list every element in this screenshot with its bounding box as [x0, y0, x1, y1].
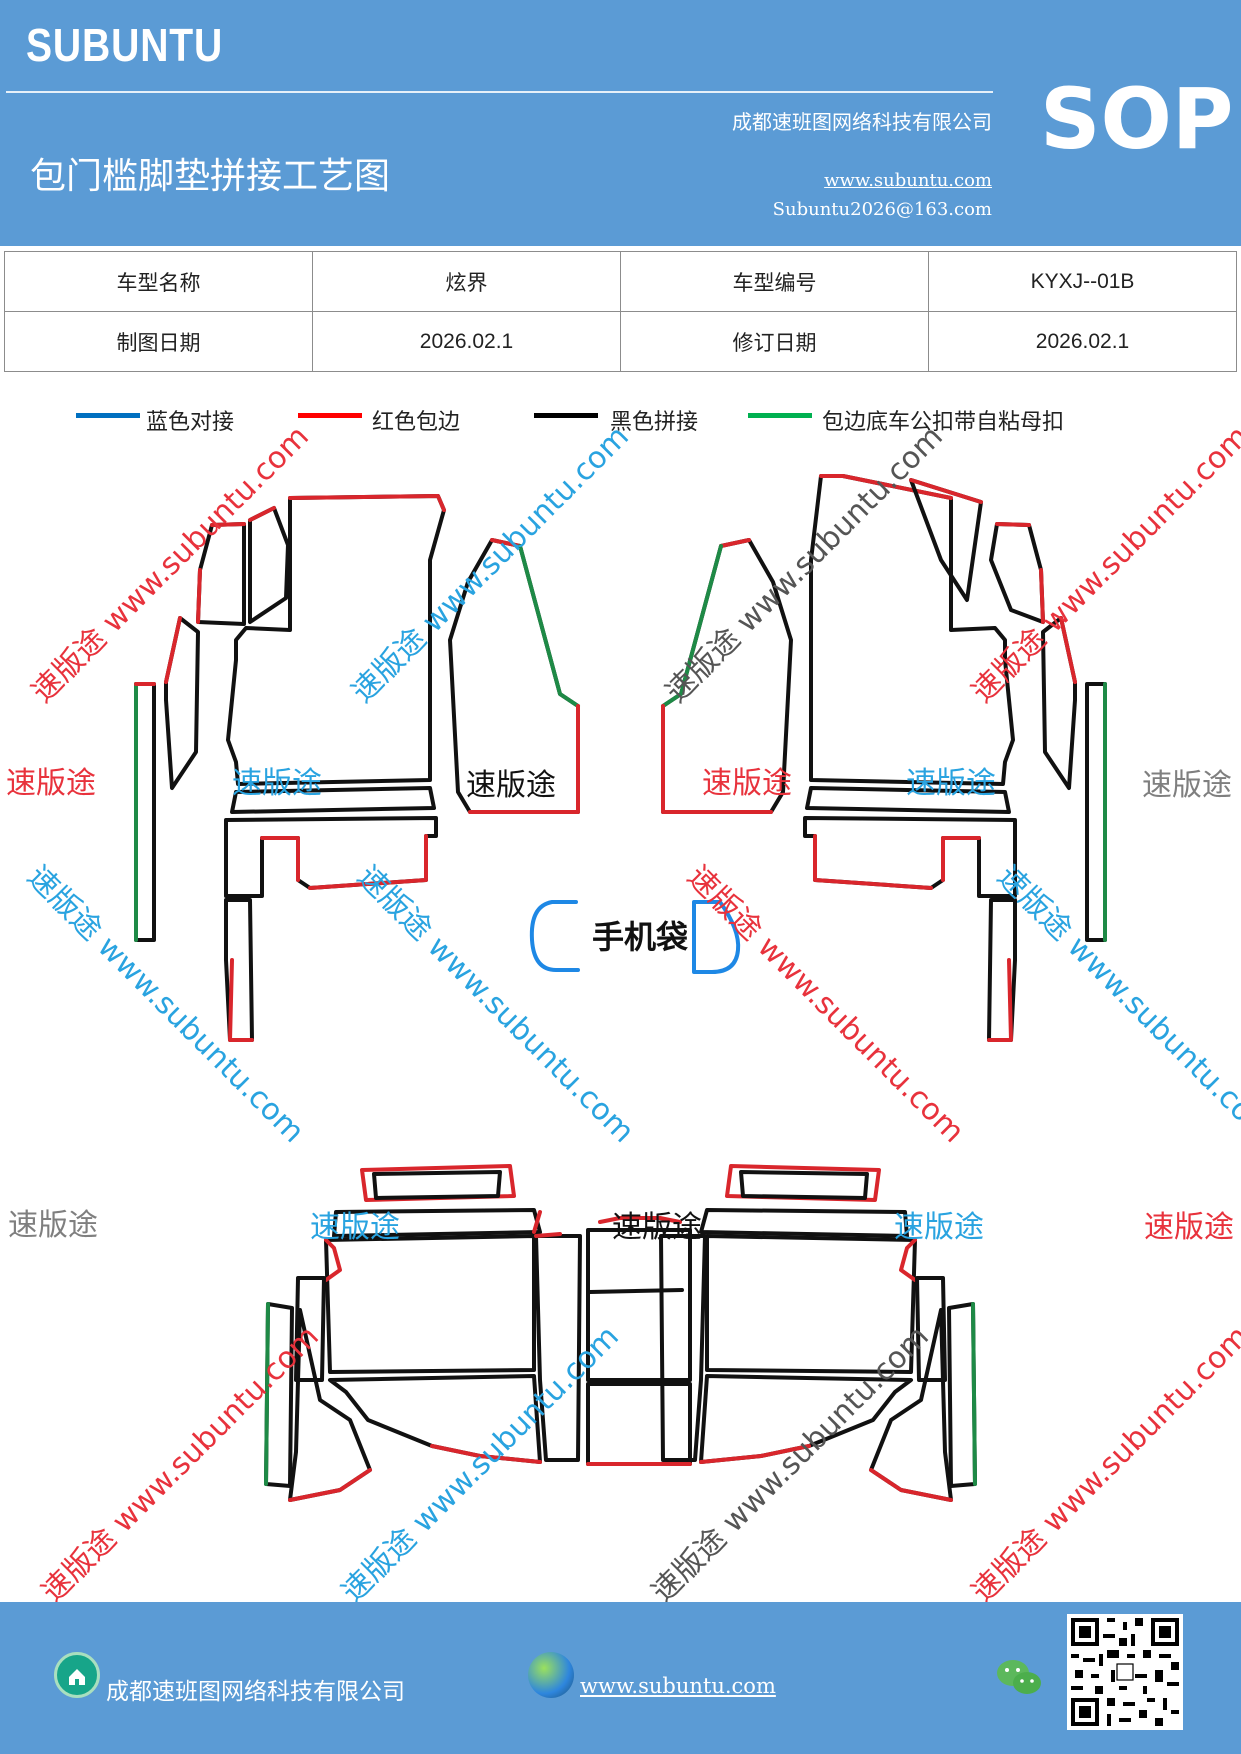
brand-logo: SUBUNTU	[26, 19, 224, 71]
header-url-link[interactable]: www.subuntu.com	[824, 170, 992, 191]
legend-label-blue: 蓝色对接	[146, 410, 235, 435]
document-title: 包门槛脚垫拼接工艺图	[30, 156, 391, 197]
footer-band: 成都速班图网络科技有限公司 www.subuntu.com	[0, 1602, 1241, 1754]
legend-swatch-green	[748, 413, 812, 418]
info-table: 车型名称 炫界 车型编号 KYXJ--01B 制图日期 2026.02.1 修订…	[4, 251, 1237, 372]
table-row: 制图日期 2026.02.1 修订日期 2026.02.1	[4, 311, 1237, 372]
front-right-mat	[661, 474, 1107, 1042]
header-band: SUBUNTU SOP 包门槛脚垫拼接工艺图 成都速班图网络科技有限公司 www…	[0, 0, 1241, 246]
phone-pocket	[529, 900, 741, 974]
table-row: 车型名称 炫界 车型编号 KYXJ--01B	[4, 251, 1237, 312]
globe-icon	[528, 1652, 574, 1698]
value-revision-date: 2026.02.1	[928, 311, 1237, 372]
wechat-icon	[995, 1657, 1043, 1703]
header-company: 成都速班图网络科技有限公司	[732, 110, 992, 134]
phone-pocket-label: 手机袋	[592, 918, 688, 956]
rear-center-tunnel	[586, 1216, 692, 1466]
header-divider	[6, 91, 993, 93]
label-model-code: 车型编号	[620, 251, 929, 312]
value-draw-date: 2026.02.1	[312, 311, 621, 372]
header-email[interactable]: Subuntu2026@163.com	[772, 199, 992, 220]
legend-label-green: 包边底车公扣带自粘母扣	[822, 410, 1065, 435]
legend-swatch-red	[298, 413, 362, 418]
value-model-code: KYXJ--01B	[928, 251, 1237, 312]
legend-swatch-black	[534, 413, 598, 418]
rear-left-mat	[264, 1164, 582, 1502]
label-draw-date: 制图日期	[4, 311, 313, 372]
qr-code[interactable]	[1067, 1614, 1183, 1730]
rear-right-mat	[659, 1164, 977, 1502]
footer-url-link[interactable]: www.subuntu.com	[580, 1674, 776, 1698]
legend-label-black: 黑色拼接	[610, 410, 699, 435]
footer-company: 成都速班图网络科技有限公司	[106, 1679, 405, 1705]
sop-label: SOP	[1040, 70, 1234, 168]
value-model-name: 炫界	[312, 251, 621, 312]
label-model-name: 车型名称	[4, 251, 313, 312]
legend-label-red: 红色包边	[372, 410, 461, 435]
legend-swatch-blue	[76, 413, 140, 418]
mat-pattern-diagram: 手机袋	[134, 474, 1107, 1502]
front-left-mat	[134, 494, 580, 1042]
home-icon	[54, 1652, 100, 1698]
